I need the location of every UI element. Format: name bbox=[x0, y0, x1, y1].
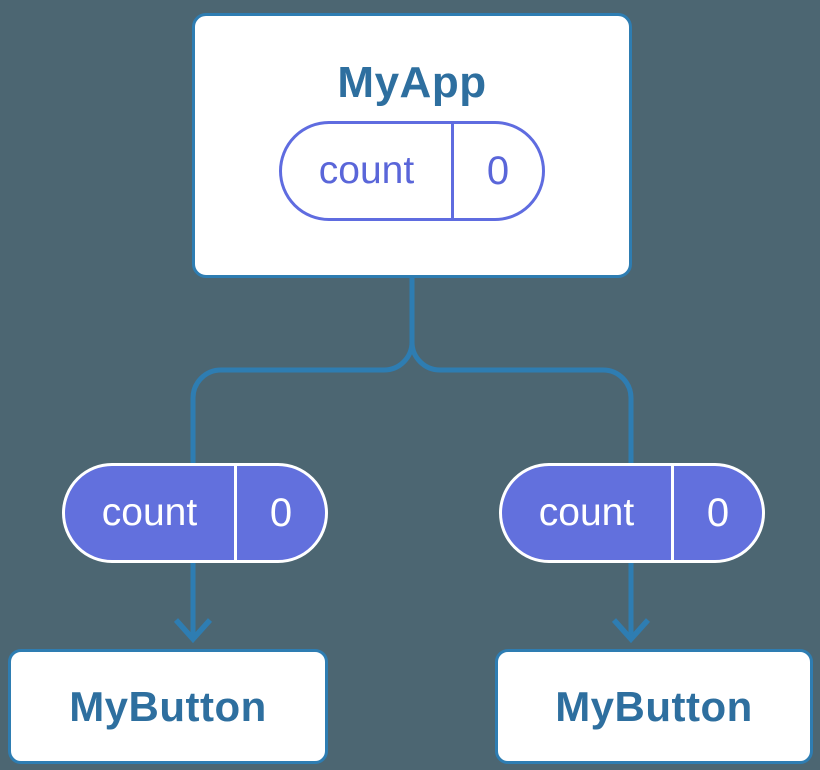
parent-state-pill: count 0 bbox=[279, 121, 545, 221]
parent-component-title: MyApp bbox=[337, 58, 487, 107]
child-state-pill-right: count 0 bbox=[499, 463, 765, 563]
state-key-label: count bbox=[282, 124, 454, 218]
child-state-pill-left: count 0 bbox=[62, 463, 328, 563]
child-component-card-left: MyButton bbox=[8, 649, 328, 764]
state-key-label: count bbox=[502, 466, 674, 560]
child-component-card-right: MyButton bbox=[495, 649, 813, 764]
child-component-title: MyButton bbox=[555, 682, 753, 730]
child-component-title: MyButton bbox=[69, 682, 267, 730]
state-value-label: 0 bbox=[269, 490, 293, 535]
arrowhead-left-icon bbox=[173, 618, 213, 644]
parent-component-card: MyApp count 0 bbox=[192, 13, 632, 278]
state-key-label: count bbox=[65, 466, 237, 560]
arrowhead-right-icon bbox=[611, 618, 651, 644]
state-value-label: 0 bbox=[486, 148, 510, 193]
state-value-label: 0 bbox=[706, 490, 730, 535]
